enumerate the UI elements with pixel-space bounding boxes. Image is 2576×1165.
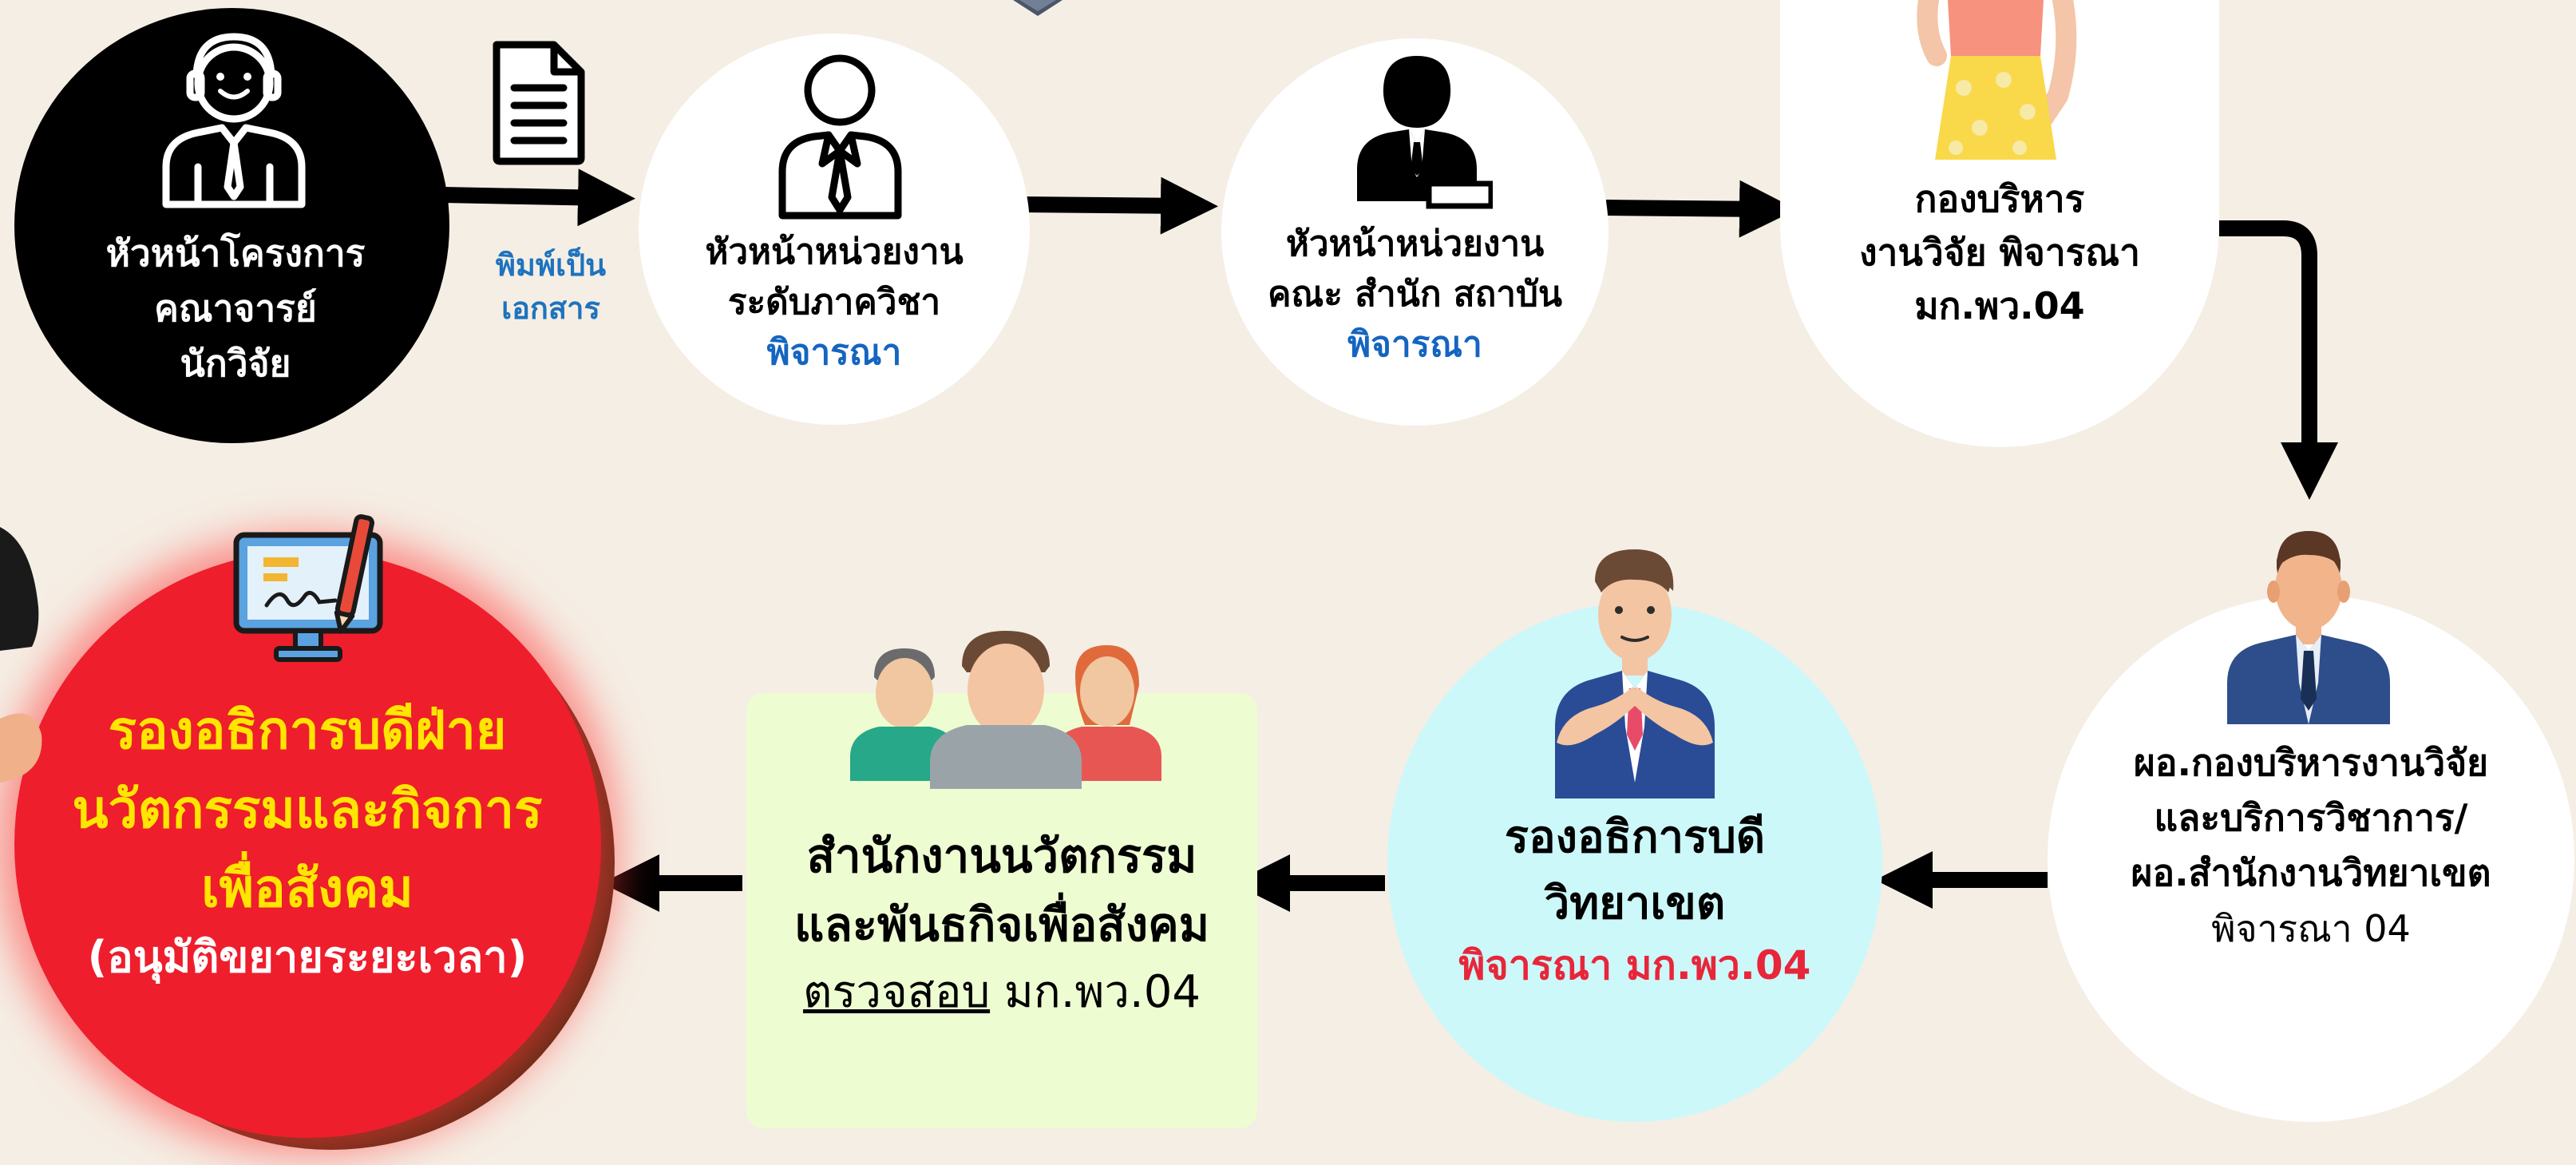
director-line4: พิจารณา 04 xyxy=(2211,906,2411,950)
faculty-head-text: หัวหน้าหน่วยงาน คณะ สำนัก สถาบัน พิจารณา xyxy=(1229,224,1601,366)
vpi-line4: (อนุมัติขยายระยะเวลา) xyxy=(87,931,528,982)
dept-head-line1: หัวหน้าหน่วยงาน xyxy=(705,232,964,272)
dept-head-line2: ระดับภาควิชา xyxy=(727,281,941,323)
project-head-line1: หัวหน้าโครงการ xyxy=(105,232,366,275)
dept-head-text: หัวหน้าหน่วยงาน ระดับภาควิชา พิจารณา xyxy=(647,232,1022,374)
person-edge-icon xyxy=(0,527,42,783)
project-head-text: หัวหน้าโครงการ คณาจารย์ นักวิจัย xyxy=(32,232,439,386)
innovation-office-action: ตรวจสอบ มก.พว.04 xyxy=(746,965,1257,1019)
faculty-head-line2: คณะ สำนัก สถาบัน xyxy=(1267,273,1562,315)
man-suit-icon xyxy=(1555,549,1715,798)
director-line1: ผอ.กองบริหารงานวิจัย xyxy=(2133,741,2489,784)
dept-head-action: พิจารณา xyxy=(766,331,902,373)
vpi-line2: นวัตกรรมและกิจการ xyxy=(72,779,543,841)
director-line3: ผอ.สำนักงานวิทยาเขต xyxy=(2131,851,2491,895)
arrow-3 xyxy=(1605,180,1797,238)
research-division-line1: กองบริหาร xyxy=(1914,177,2085,220)
node-dept-head xyxy=(639,34,1030,425)
faculty-head-action: พิจารณา xyxy=(1347,323,1482,365)
director-text: ผอ.กองบริหารงานวิจัย และบริการวิชาการ/ ผ… xyxy=(2060,741,2562,951)
project-head-line3: นักวิจัย xyxy=(180,342,291,386)
innovation-office-line1: สำนักงานนวัตกรรม xyxy=(806,829,1197,883)
node-project-head xyxy=(14,8,449,443)
doc-label-line2: เอกสาร xyxy=(501,290,600,326)
vpi-line1: รองอธิการบดีฝ่าย xyxy=(108,699,507,761)
executive-icon xyxy=(1357,56,1493,209)
arrow-1 xyxy=(442,168,635,227)
vpc-action: พิจารณา มก.พว.04 xyxy=(1458,942,1811,989)
innovation-office-action-verb: ตรวจสอบ xyxy=(803,966,991,1019)
director-line2: และบริการวิชาการ/ xyxy=(2154,796,2468,840)
innovation-office-action-form: มก.พว.04 xyxy=(990,966,1201,1019)
doc-label-line1: พิมพ์เป็น xyxy=(495,248,607,283)
research-division-line3: มก.พว.04 xyxy=(1914,284,2085,328)
person-tie-icon xyxy=(778,54,902,220)
project-head-line2: คณาจารย์ xyxy=(154,287,317,331)
doc-label: พิมพ์เป็น เอกสาร xyxy=(471,248,631,327)
arrow-2 xyxy=(1019,176,1218,235)
research-division-text: กองบริหาร งานวิจัย พิจารณา มก.พว.04 xyxy=(1780,177,2219,329)
box-icon xyxy=(1013,0,1062,16)
group-people-icon xyxy=(850,631,1161,789)
digital-signature-icon xyxy=(233,514,383,662)
faculty-head-line1: หัวหน้าหน่วยงาน xyxy=(1285,224,1545,264)
vpc-line1: รองอธิการบดี xyxy=(1504,811,1766,863)
teacher-icon xyxy=(162,33,306,208)
vpc-line2: วิทยาเขต xyxy=(1544,878,1726,930)
innovation-office-line2: และพันธกิจเพื่อสังคม xyxy=(793,897,1210,952)
vice-president-innovation-text: รองอธิการบดีฝ่าย นวัตกรรมและกิจการ เพื่อ… xyxy=(32,699,583,983)
vpi-line3: เพื่อสังคม xyxy=(201,858,414,920)
research-division-line2: งานวิจัย พิจารณา xyxy=(1859,231,2140,275)
arrow-4 xyxy=(2219,220,2338,500)
document-icon xyxy=(493,41,585,165)
woman-icon xyxy=(1917,0,2077,160)
businessman-icon xyxy=(2227,531,2390,724)
innovation-office-text: สำนักงานนวัตกรรม และพันธกิจเพื่อสังคม ตร… xyxy=(746,829,1257,1019)
vice-president-campus-text: รองอธิการบดี วิทยาเขต พิจารณา มก.พว.04 xyxy=(1397,810,1873,989)
